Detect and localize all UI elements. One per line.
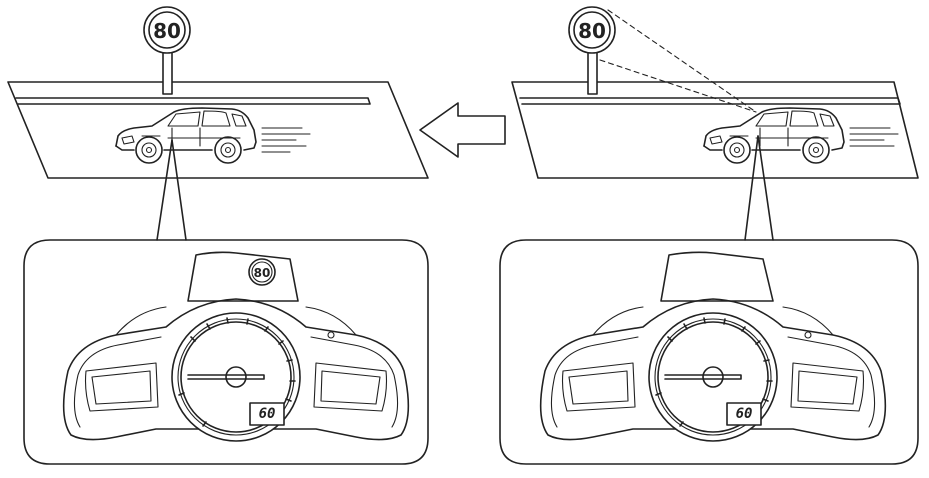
left-speed-lines bbox=[261, 127, 311, 153]
right-road-lane-line bbox=[519, 97, 901, 105]
camera-view-lines bbox=[599, 9, 757, 113]
left-road-sign: 80 bbox=[143, 6, 191, 54]
left-sign-pole bbox=[162, 51, 173, 95]
right-speed-display: 60 bbox=[736, 406, 753, 422]
left-speed-ticks bbox=[178, 317, 296, 427]
left-road-sign-value: 80 bbox=[153, 19, 181, 43]
left-car bbox=[115, 107, 257, 164]
right-cluster: 60 bbox=[539, 251, 887, 442]
left-hud-sign-value: 80 bbox=[254, 266, 271, 280]
left-road-scene: 80 bbox=[7, 6, 429, 179]
right-hud-visor bbox=[660, 251, 774, 302]
right-car bbox=[703, 107, 845, 164]
left-lcd-display bbox=[249, 402, 285, 426]
left-hud-sign: 80 bbox=[248, 258, 276, 286]
right-sign-pole bbox=[587, 51, 598, 95]
left-callout bbox=[23, 139, 429, 465]
left-speed-display: 60 bbox=[259, 406, 276, 422]
right-lcd-display bbox=[726, 402, 762, 426]
left-road-surface bbox=[7, 81, 429, 179]
right-road-sign-value: 80 bbox=[578, 19, 606, 43]
left-road-lane-line bbox=[15, 97, 371, 105]
left-cluster: 80 60 bbox=[62, 251, 410, 442]
right-speed-lines bbox=[849, 127, 899, 147]
right-callout bbox=[499, 135, 919, 465]
right-speed-ticks bbox=[655, 317, 773, 427]
right-road-scene: 80 bbox=[511, 6, 919, 179]
right-road-surface bbox=[511, 81, 919, 179]
left-hud-visor bbox=[187, 251, 299, 302]
right-road-sign: 80 bbox=[568, 6, 616, 54]
hollow-arrow-left-icon bbox=[419, 102, 506, 158]
